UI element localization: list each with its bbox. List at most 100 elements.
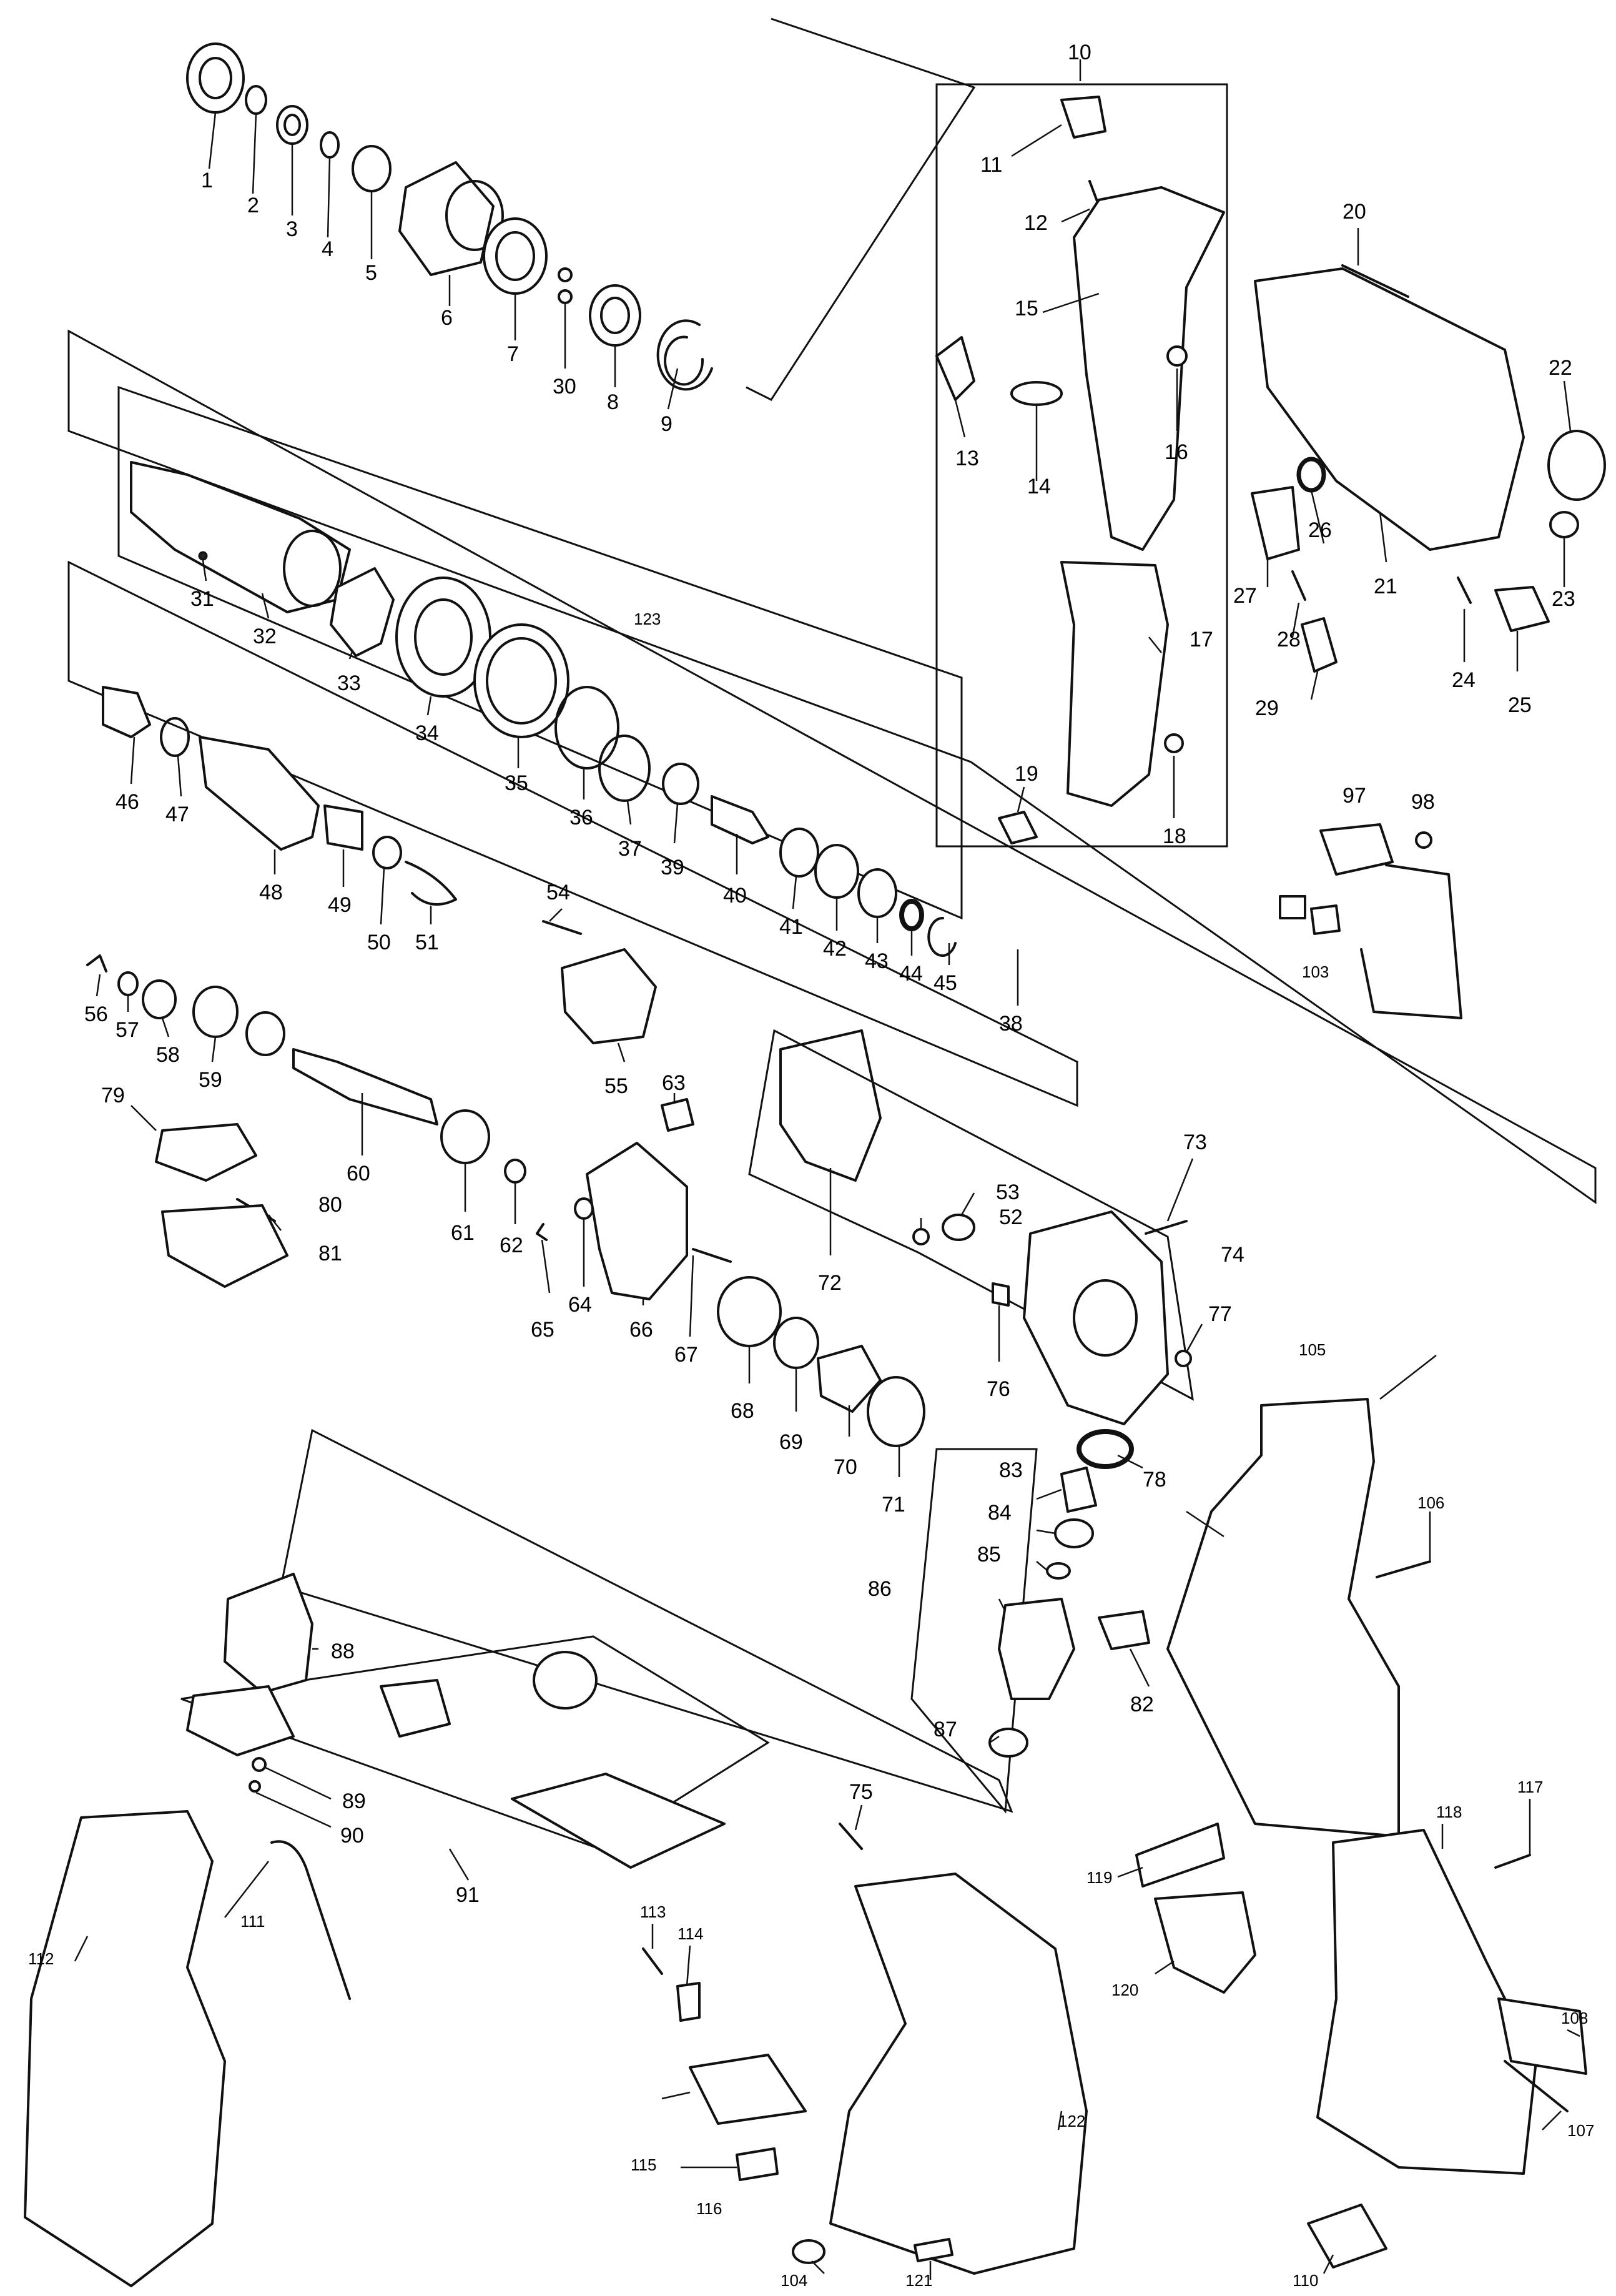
callout-112: 112 [28,1949,54,1968]
part-29-lock [1301,617,1338,673]
part-72-seal [779,1029,882,1182]
part-71-gear [867,1376,925,1447]
callout-65: 65 [531,1318,554,1342]
callout-16: 16 [1165,440,1188,464]
callout-7: 7 [507,342,519,366]
part-91-board-plate [186,1685,295,1756]
part-75-spring [839,1823,863,1850]
part-42-ring [814,844,859,899]
callout-18: 18 [1163,824,1186,848]
callout-45: 45 [934,971,957,995]
callout-26: 26 [1308,518,1332,542]
part-56-ring [86,954,107,972]
callout-44: 44 [899,962,923,986]
motor-parts [186,1573,726,1869]
callout-85: 85 [977,1543,1001,1566]
part-4-ring [320,131,340,159]
callout-14: 14 [1027,475,1051,498]
callout-5: 5 [365,261,377,285]
callout-76: 76 [987,1377,1010,1401]
part-20-screw [1341,264,1409,298]
callout-3: 3 [286,217,298,241]
callout-119: 119 [1086,1868,1112,1887]
callout-40: 40 [723,884,747,908]
callout-98: 98 [1411,790,1435,814]
callout-108: 108 [1561,2009,1588,2027]
part-48-cylinder [199,736,320,851]
part-61-bearing [440,1109,490,1164]
callout-22: 22 [1549,356,1572,380]
part-76-pin [992,1282,1010,1307]
part-30-ball [558,267,573,282]
part-3-washer [276,105,308,145]
callout-52: 52 [999,1205,1023,1229]
part-28-spring [1291,570,1306,601]
part-108-label [1497,1997,1587,2075]
callout-36: 36 [569,806,593,829]
callout-29: 29 [1255,696,1279,720]
callout-10: 10 [1068,41,1091,64]
callout-88: 88 [331,1640,355,1663]
part-7-ring [483,217,548,295]
callout-62: 62 [500,1234,523,1257]
callout-89: 89 [342,1789,366,1813]
frame-side-handle-group [935,83,1228,848]
part-57-washer [117,971,139,996]
part-110-stopper [1307,2204,1387,2269]
callout-27: 27 [1233,584,1257,608]
callout-56: 56 [84,1002,108,1026]
callout-115: 115 [631,2155,656,2174]
frame-gear-group [67,560,1078,1107]
callout-17: 17 [1190,628,1213,651]
callout-71: 71 [882,1493,905,1517]
callout-78: 78 [1143,1468,1166,1492]
frame-front-group [746,17,976,401]
part-44-o-ring [899,899,924,931]
callout-21: 21 [1374,575,1397,598]
part-88-stator [224,1573,313,1694]
callout-30: 30 [553,375,576,398]
callout-51: 51 [415,931,439,954]
part-112-dust-box-cover [24,1810,226,2287]
side-handle-parts: makita [935,96,1225,844]
callout-37: 37 [618,837,642,861]
part-69-bearing [773,1317,819,1369]
callout-80: 80 [318,1193,342,1217]
part-34-gear [395,576,491,698]
part-91-fan-sensor [533,1651,598,1710]
callout-72: 72 [818,1271,842,1295]
shaft-parts [86,920,657,1184]
callout-2: 2 [247,194,259,217]
callout-28: 28 [1277,628,1301,651]
part-14-ring [1010,381,1063,406]
callout-19: 19 [1015,762,1038,786]
part-8-washer [589,284,641,347]
part-59-bearing [192,986,239,1038]
part-43-bushing [857,868,897,918]
part-53-oil-seal [942,1214,975,1241]
callout-90: 90 [340,1824,364,1848]
part-21-barrel-housing [1254,267,1525,551]
callout-116: 116 [696,2199,722,2218]
part-77-screw [1175,1350,1192,1367]
part-97-rod [1360,864,1462,1019]
part-55-bearing-retainer [561,948,657,1044]
callout-57: 57 [116,1018,139,1042]
callout-38: 38 [999,1012,1023,1036]
callout-50: 50 [367,931,391,954]
callout-67: 67 [674,1343,698,1367]
callout-42: 42 [823,937,847,961]
frame-tool-holder-group [117,385,963,920]
part-63-clip [661,1098,694,1132]
callout-104: 104 [781,2271,807,2290]
frame-barrel-group [67,329,1597,1204]
callout-70: 70 [834,1455,857,1479]
part-51-spring [405,861,457,906]
gear-housing-parts [912,1210,1192,1469]
callout-61: 61 [451,1221,475,1245]
part-85-washer [1046,1562,1071,1580]
callout-105: 105 [1299,1340,1326,1359]
part-22-ring [1547,430,1606,501]
callout-114: 114 [677,1924,703,1943]
